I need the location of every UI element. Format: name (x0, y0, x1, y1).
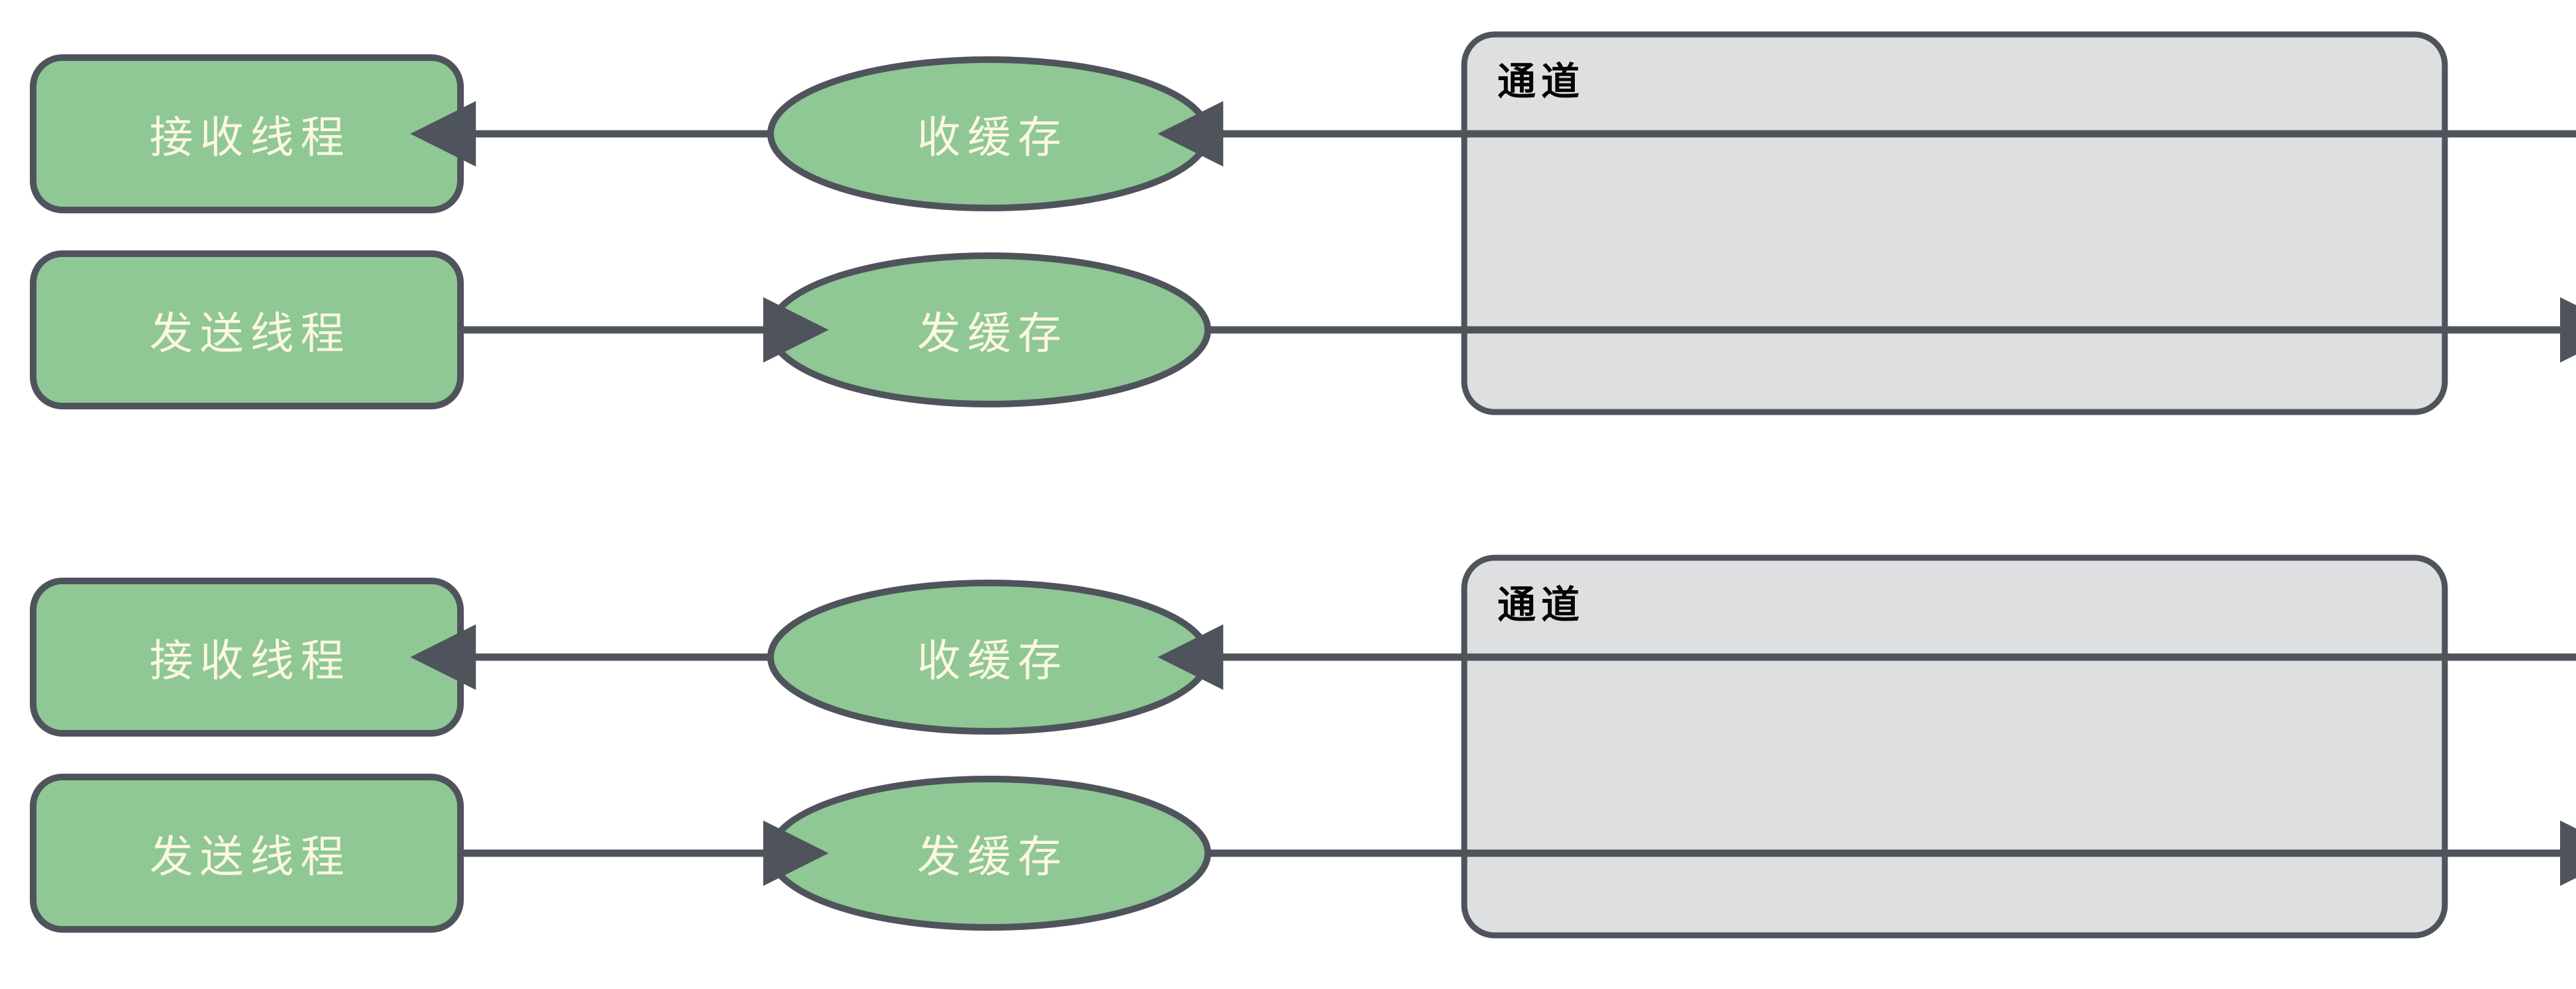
receive-buffer-ellipse-top (767, 56, 1211, 211)
receive-thread-box-bottom (30, 578, 464, 737)
send-thread-box-top (30, 250, 464, 409)
channel-box-bottom (1461, 554, 2448, 939)
receive-thread-box-top (30, 54, 464, 213)
receive-buffer-ellipse-bottom (767, 580, 1211, 735)
channel-box-top (1461, 31, 2448, 415)
send-buffer-ellipse-top (767, 252, 1211, 407)
send-buffer-ellipse-bottom (767, 776, 1211, 931)
send-thread-box-bottom (30, 774, 464, 933)
